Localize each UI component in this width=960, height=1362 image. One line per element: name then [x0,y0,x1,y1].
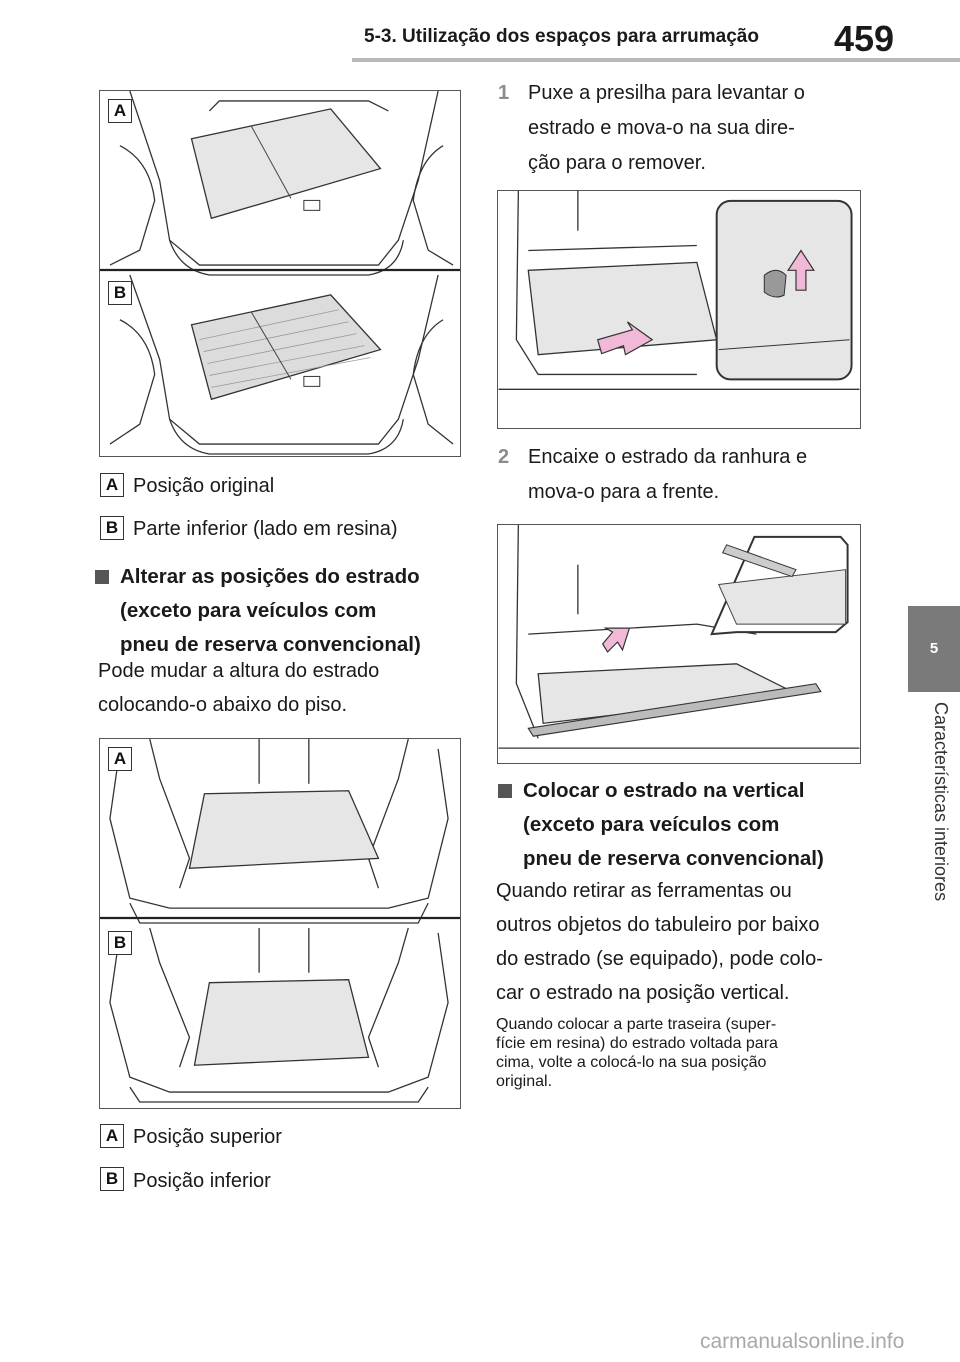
step-line: mova-o para a frente. [528,481,720,503]
legend1-text-a: Posição original [133,475,275,497]
figure2-tag-b: B [108,931,132,955]
legend2-tag-b: B [100,1167,124,1191]
step-1: 1 Puxe a presilha para levantar o estrad… [498,76,868,181]
step-line: estrado e mova-o na sua dire- [528,117,795,139]
note-line: Quando colocar a parte traseira (super- [496,1016,777,1033]
legend1-text-b: Parte inferior (lado em resina) [133,518,398,540]
chapter-number: 5 [929,640,939,657]
section2-heading: Colocar o estrado na vertical (exceto pa… [498,774,868,876]
step-line: ção para o remover. [528,152,706,174]
legend2-tag-a: A [100,1124,124,1148]
figure-board-heights [99,738,461,1109]
section1-heading-line: Alterar as posições do estrado [120,565,420,588]
legend2-text-a: Posição superior [133,1126,282,1148]
section2-note: Quando colocar a parte traseira (super- … [496,1015,866,1091]
section2-heading-line: Colocar o estrado na vertical [523,779,805,802]
note-line: cima, volte a colocá-lo na sua posição [496,1054,767,1071]
paragraph-line: Pode mudar a altura do estrado [98,660,380,682]
trunk-illustration [100,739,460,1103]
figure-remove-board [497,190,861,429]
section1-heading-line: pneu de reserva convencional) [120,633,421,656]
step-line: Encaixe o estrado da ranhura e [528,446,808,468]
legend1-tag-a: A [100,473,124,497]
figure-slide-board [497,524,861,764]
section-title: 5-3. Utilização dos espaços para arrumaç… [364,26,759,47]
step-line: Puxe a presilha para levantar o [528,82,805,104]
legend1-tag-b: B [100,516,124,540]
header-divider [352,58,960,62]
section1-heading: Alterar as posições do estrado (exceto p… [95,560,465,662]
page-number: 459 [834,18,895,59]
section2-heading-line: pneu de reserva convencional) [523,847,824,870]
step-number: 1 [498,82,510,104]
trunk-illustration [100,91,460,455]
figure1-tag-b: B [108,281,132,305]
figure1-tag-a: A [108,99,132,123]
paragraph-line: car o estrado na posição vertical. [496,982,790,1004]
figure-board-positions [99,90,461,457]
figure2-tag-a: A [108,747,132,771]
section2-paragraph: Quando retirar as ferramentas ou outros … [496,874,866,1010]
trunk-illustration [498,525,860,749]
step-number: 2 [498,446,510,468]
paragraph-line: Quando retirar as ferramentas ou [496,880,792,902]
watermark-link[interactable]: carmanualsonline.info [700,1330,905,1353]
section1-paragraph: Pode mudar a altura do estrado colocando… [98,654,458,722]
note-line: fície em resina) do estrado voltada para [496,1035,778,1052]
note-line: original. [496,1073,553,1090]
trunk-illustration [498,191,860,390]
legend2-text-b: Posição inferior [133,1170,271,1192]
chapter-label: Características interiores [931,702,951,902]
paragraph-line: colocando-o abaixo do piso. [98,694,348,716]
section1-heading-line: (exceto para veículos com [120,599,377,622]
paragraph-line: outros objetos do tabuleiro por baixo [496,914,820,936]
paragraph-line: do estrado (se equipado), pode colo- [496,948,823,970]
chapter-tab: 5 [908,606,960,692]
square-bullet-icon [498,784,512,798]
section2-heading-line: (exceto para veículos com [523,813,780,836]
square-bullet-icon [95,570,109,584]
step-2: 2 Encaixe o estrado da ranhura e mova-o … [498,440,868,510]
